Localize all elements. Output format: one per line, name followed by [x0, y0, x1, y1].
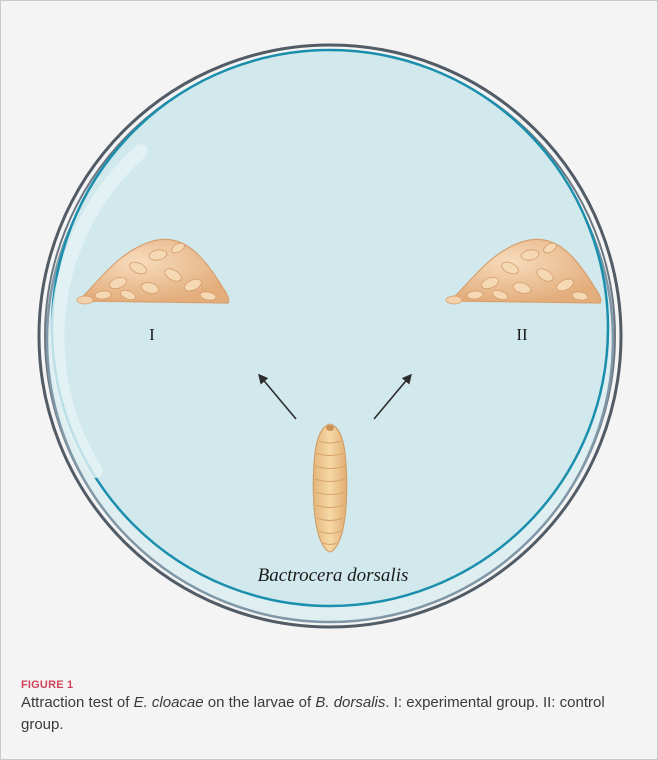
caption-species-bacterium: E. cloacae	[134, 694, 204, 711]
caption-text-part: Attraction test of	[21, 694, 134, 711]
caption-species-fly: B. dorsalis	[315, 694, 385, 711]
petri-dish-illustration: I II Bactrocera dorsalis	[1, 1, 658, 651]
oat-stray-flake	[77, 296, 93, 304]
group-label-control: II	[516, 325, 528, 344]
caption-text: Attraction test of E. cloacae on the lar…	[21, 692, 631, 736]
figure-caption: FIGURE 1 Attraction test of E. cloacae o…	[21, 678, 631, 736]
caption-title: FIGURE 1	[21, 678, 631, 692]
oat-stray-flake	[446, 296, 462, 304]
caption-text-part: on the larvae of	[204, 694, 316, 711]
species-label: Bactrocera dorsalis	[258, 565, 409, 586]
group-label-experimental: I	[149, 325, 155, 344]
larva	[313, 424, 346, 552]
larva-head	[326, 425, 334, 431]
